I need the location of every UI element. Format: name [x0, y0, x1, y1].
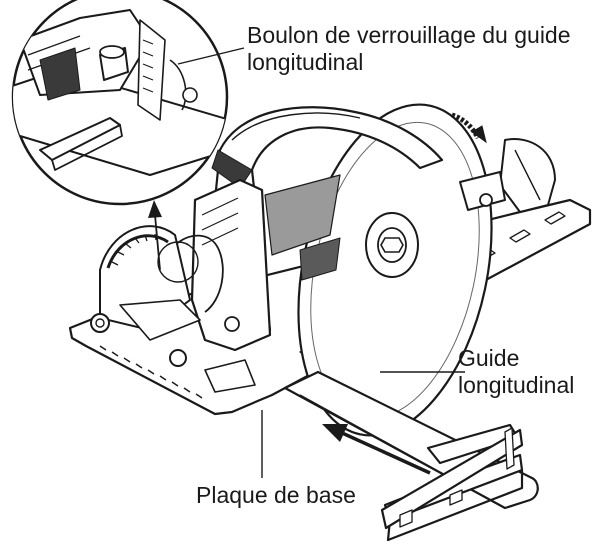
label-rip-fence-line1: Guide — [458, 345, 520, 371]
detail-magnifier — [11, 0, 229, 206]
leader-lock-bolt — [177, 47, 245, 65]
label-lock-bolt-line2: longitudinal — [247, 49, 364, 75]
label-base-plate: Plaque de base — [196, 482, 356, 509]
saw-blade — [297, 103, 493, 437]
rip-fence — [283, 370, 539, 542]
zoom-arrow-icon — [148, 200, 199, 283]
curved-arrow-icon — [451, 112, 487, 144]
label-lock-bolt: Boulon de verrouillage du guide longitud… — [247, 22, 571, 76]
motor-housing — [174, 178, 272, 352]
label-rip-fence-line2: longitudinal — [458, 372, 575, 398]
leader-lines — [177, 47, 465, 478]
label-rip-fence: Guide longitudinal — [458, 345, 574, 399]
right-bracket — [459, 138, 556, 213]
label-lock-bolt-line1: Boulon de verrouillage du guide — [247, 22, 571, 48]
arrow-left-icon — [322, 424, 431, 475]
label-base-plate-line1: Plaque de base — [196, 482, 356, 508]
bevel-adjustment — [90, 225, 256, 393]
